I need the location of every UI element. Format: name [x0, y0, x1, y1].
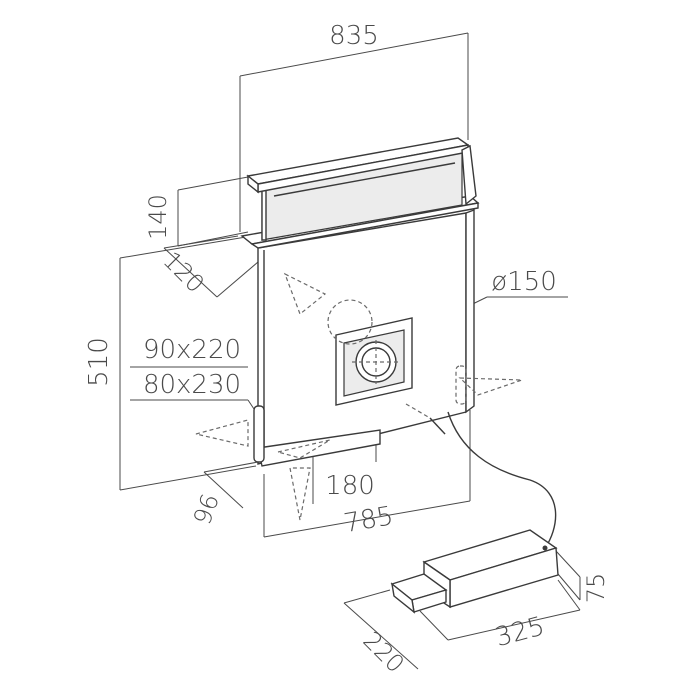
- rising-top-unit: [246, 137, 477, 241]
- dim-width-bottom: 785: [342, 501, 396, 539]
- dim-motor-width: 220: [358, 626, 410, 678]
- alternative-outlet-markers: [195, 272, 523, 521]
- side-opening: [253, 405, 265, 463]
- central-outlet-plate: [335, 317, 413, 406]
- connection-cable: [447, 411, 557, 549]
- dim-motor-height: 75: [582, 573, 610, 604]
- dim-diameter: ø150: [491, 267, 557, 297]
- remote-motor-unit: [390, 411, 559, 614]
- dim-height: 510: [84, 337, 114, 387]
- dimension-labels: 835 140 120 ø150 510 90x220 80x230 180 9…: [84, 21, 610, 678]
- dim-depth-bottom: 96: [188, 490, 225, 528]
- dim-slot-height: 140: [144, 194, 172, 240]
- dim-opening-90x220: 90x220: [143, 335, 241, 365]
- dim-opening-80x230: 80x230: [143, 370, 241, 400]
- dim-motor-length: 325: [492, 611, 548, 653]
- dim-width-top: 835: [329, 21, 379, 51]
- dim-depth-top: 120: [158, 246, 210, 298]
- dim-outlet: 180: [325, 471, 375, 501]
